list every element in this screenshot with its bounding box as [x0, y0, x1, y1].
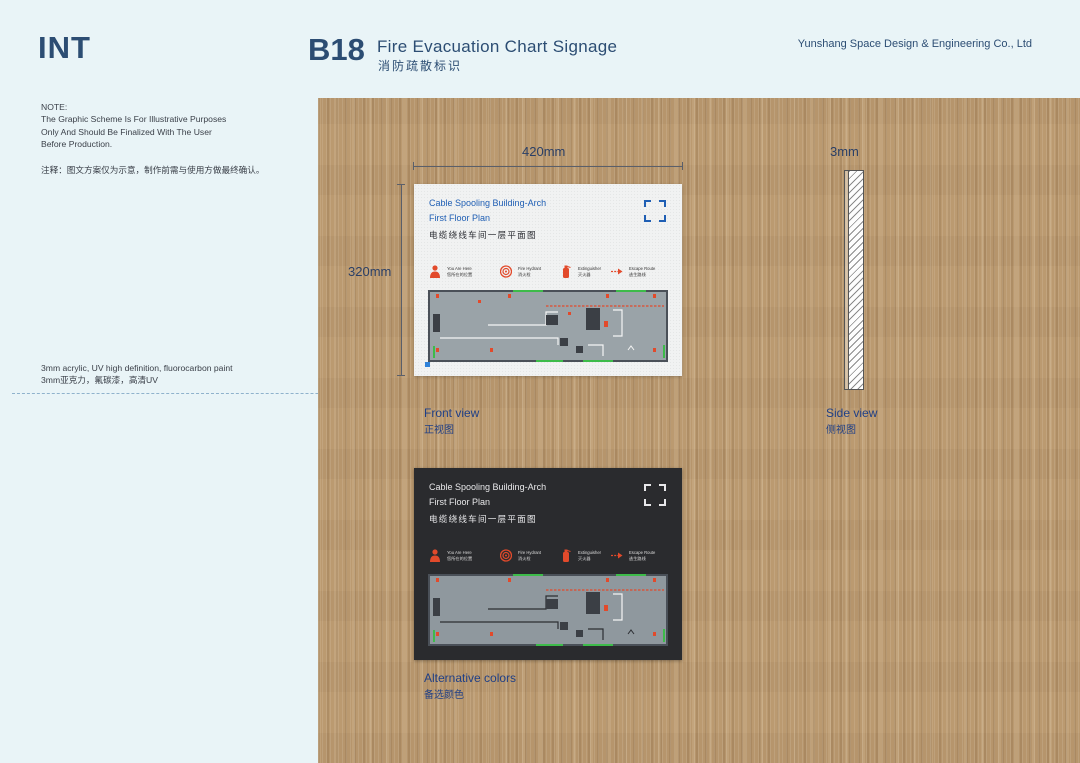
- sheet-code: B18: [308, 32, 365, 67]
- legend-label-en: Escape Route: [629, 550, 656, 555]
- dimension-width-label: 420mm: [522, 144, 566, 159]
- floor-plan: [428, 290, 668, 362]
- dimension-height-label: 320mm: [348, 264, 392, 279]
- blue-corner-marker: [425, 362, 430, 367]
- dimension-depth-label: 3mm: [830, 144, 859, 159]
- sign-title-line2: First Floor Plan: [429, 213, 491, 223]
- floor-plan: [428, 574, 668, 646]
- note-zh: 注释：图文方案仅为示意，制作前需与使用方做最终确认。: [41, 165, 265, 175]
- sign-title-zh: 电缆绕线车间一层平面图: [429, 230, 537, 240]
- caption-side-view: Side view: [826, 406, 878, 420]
- side-view-mount-edge: [844, 170, 849, 390]
- legend-label-zh: 消火栓: [518, 555, 531, 561]
- legend-label-en: Fire Hydrant: [518, 266, 542, 271]
- material-spec-zh: 3mm亚克力，氟碳漆，高清UV: [41, 375, 158, 385]
- dimension-tick: [397, 184, 405, 185]
- side-view-panel: [848, 170, 864, 390]
- note-line: Only And Should Be Finalized With The Us…: [41, 127, 212, 137]
- caption-front-view-zh: 正视图: [424, 425, 454, 436]
- legend-label-zh: 您所在的位置: [447, 555, 473, 561]
- sign-title-line1: Cable Spooling Building-Arch: [429, 482, 547, 492]
- brand-logo-text: INT: [38, 30, 91, 65]
- legend-label-zh: 逃生路线: [629, 271, 646, 277]
- company-name: Yunshang Space Design & Engineering Co.,…: [797, 38, 1032, 50]
- sign-title-line1: Cable Spooling Building-Arch: [429, 198, 547, 208]
- dimension-tick: [682, 162, 683, 170]
- legend-label-en: Extinguisher: [578, 266, 602, 271]
- sign-front-view: Cable Spooling Building-Arch First Floor…: [414, 184, 682, 376]
- legend-label-zh: 您所在的位置: [447, 271, 473, 277]
- legend-label-zh: 消火栓: [518, 271, 531, 277]
- person-icon: [430, 549, 440, 562]
- sign-title-zh: 电缆绕线车间一层平面图: [429, 514, 537, 524]
- sheet-title-zh: 消防疏散标识: [378, 59, 463, 73]
- frame-logo-icon: [644, 200, 666, 222]
- legend-label-en: Extinguisher: [578, 550, 602, 555]
- legend-label-en: Escape Route: [629, 266, 656, 271]
- caption-alternative-colors: Alternative colors: [424, 671, 517, 685]
- caption-alternative-colors-zh: 备选颜色: [424, 690, 464, 701]
- note-line: Before Production.: [41, 139, 113, 149]
- legend-label-en: You Are Here: [447, 266, 472, 271]
- note-heading: NOTE:: [41, 102, 68, 112]
- legend-label-zh: 灭火器: [578, 555, 591, 561]
- escape-route-icon: [611, 268, 623, 275]
- legend-label-en: Fire Hydrant: [518, 550, 542, 555]
- dimension-tick: [397, 375, 405, 376]
- legend-label-en: You Are Here: [447, 550, 472, 555]
- sign-alternative-color: Cable Spooling Building-Arch First Floor…: [414, 468, 682, 660]
- dimension-height-line: [401, 184, 402, 376]
- material-spec-en: 3mm acrylic, UV high definition, fluoroc…: [41, 363, 233, 373]
- fire-hydrant-icon: [500, 549, 512, 562]
- material-leader-line: [12, 393, 408, 394]
- sheet-title-en: Fire Evacuation Chart Signage: [377, 37, 618, 56]
- note-line: The Graphic Scheme Is For Illustrative P…: [41, 114, 227, 124]
- legend-label-zh: 灭火器: [578, 271, 591, 277]
- dimension-tick: [413, 162, 414, 170]
- fire-hydrant-icon: [500, 265, 512, 278]
- legend-label-zh: 逃生路线: [629, 555, 646, 561]
- caption-side-view-zh: 侧视图: [826, 425, 856, 436]
- caption-front-view: Front view: [424, 406, 480, 420]
- frame-logo-icon: [644, 484, 666, 506]
- escape-route-icon: [611, 552, 623, 559]
- sign-title-line2: First Floor Plan: [429, 497, 491, 507]
- extinguisher-icon: [563, 265, 571, 278]
- dimension-width-line: [413, 166, 683, 167]
- extinguisher-icon: [563, 549, 571, 562]
- person-icon: [430, 265, 440, 278]
